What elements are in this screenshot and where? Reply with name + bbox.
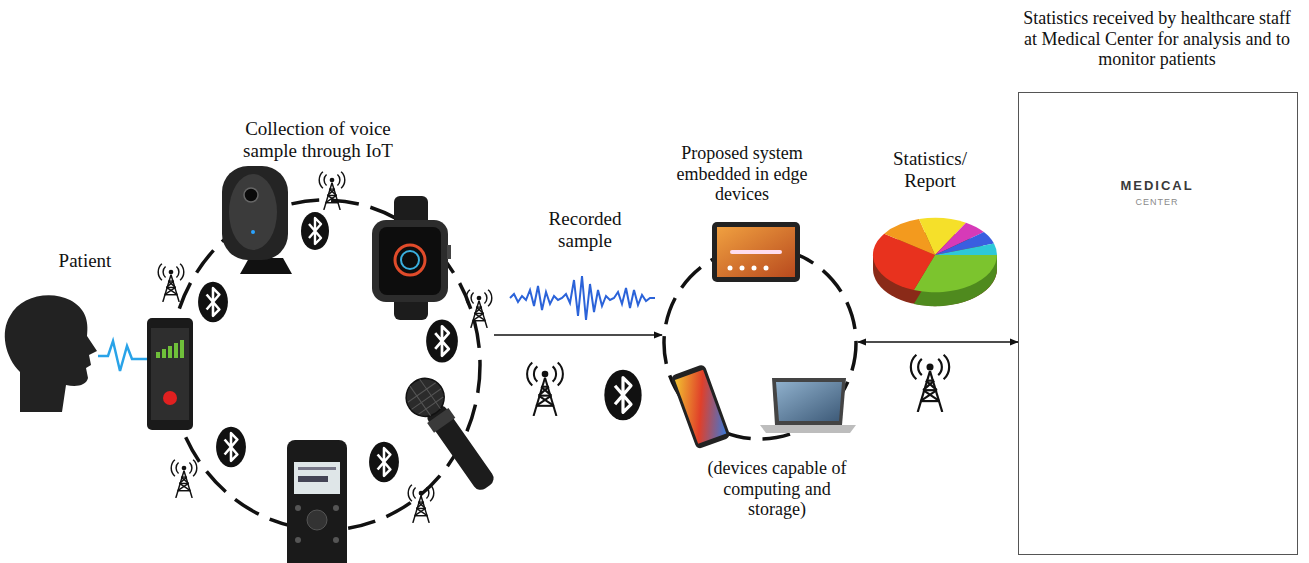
edge-label: Recorded sample — [535, 208, 635, 252]
antenna-tower — [466, 290, 492, 328]
flow-arrow — [858, 341, 1018, 343]
actor-label: Patient — [45, 250, 125, 272]
patient-head — [5, 295, 97, 412]
logo-text: MEDICAL — [1097, 179, 1217, 194]
antenna-tower — [408, 485, 434, 523]
antenna-tower — [319, 172, 345, 210]
waveform — [510, 276, 655, 320]
edge-device-ring: Proposed system embedded in edge devices… — [662, 245, 858, 441]
antenna-tower — [527, 363, 563, 416]
antenna-tower — [158, 264, 184, 302]
bluetooth-symbol — [216, 427, 246, 468]
bluetooth-symbol — [426, 319, 458, 362]
voice-signal — [98, 341, 147, 371]
ring-heading: Collection of voice sample through IoT — [228, 118, 408, 162]
camera-icon — [222, 166, 292, 274]
logo-subtext: CENTER — [1097, 197, 1217, 207]
medical-center-panel: Statistics received by healthcare staff … — [1018, 92, 1298, 555]
smartphone-icon — [670, 364, 731, 450]
antenna-tower — [171, 460, 197, 498]
panel-heading: Statistics received by healthcare staff … — [1016, 8, 1298, 70]
ring-heading: Proposed system embedded in edge devices — [657, 143, 827, 205]
device-ring: Collection of voice sample through IoT — [168, 198, 482, 532]
bluetooth-symbol — [604, 370, 641, 421]
microphone-icon — [399, 371, 504, 498]
pie-chart — [873, 218, 997, 306]
ring-outline — [662, 245, 858, 441]
voice-recorder-icon — [287, 440, 347, 563]
edge-label: Statistics/ Report — [880, 148, 980, 192]
tablet-icon — [712, 222, 800, 282]
bluetooth-symbol — [301, 212, 329, 250]
bluetooth-symbol — [369, 442, 399, 483]
bluetooth-symbol — [198, 282, 228, 323]
laptop-icon — [760, 378, 856, 433]
ring-note: (devices capable of computing and storag… — [697, 458, 857, 520]
antenna-tower — [911, 355, 949, 412]
smartwatch-icon — [372, 196, 451, 320]
ring-outline — [168, 198, 482, 532]
flow-arrow — [494, 334, 662, 336]
smartphone-icon — [147, 318, 193, 430]
